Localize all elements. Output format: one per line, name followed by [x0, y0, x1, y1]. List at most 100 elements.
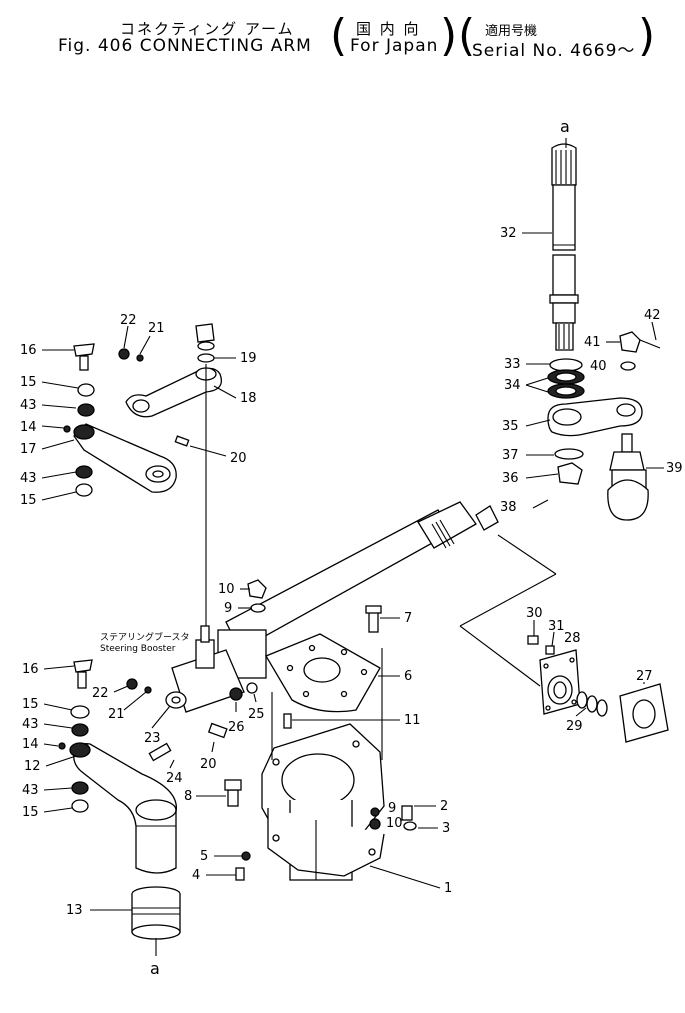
close-paren: ) [440, 10, 458, 61]
svg-text:38: 38 [500, 500, 517, 515]
bushing [131, 886, 181, 940]
svg-text:6: 6 [404, 669, 412, 684]
callout-5: 5 [200, 849, 242, 864]
callout-22-lower: 22 [92, 685, 129, 701]
callout-21-upper: 21 [139, 321, 165, 355]
open-paren: ( [330, 10, 348, 61]
svg-text:18: 18 [240, 391, 257, 406]
callout-17: 17 [20, 439, 75, 457]
callout-1: 1 [369, 865, 452, 896]
svg-text:42: 42 [644, 308, 661, 323]
callout-20-lower: 20 [200, 741, 217, 772]
svg-text:31: 31 [548, 619, 565, 634]
svg-text:19: 19 [240, 351, 257, 366]
title-japanese: コネクティング アーム [120, 20, 295, 38]
svg-text:9: 9 [224, 601, 232, 616]
svg-text:35: 35 [502, 419, 519, 434]
svg-text:20: 20 [200, 757, 217, 772]
callout-9-right: 9 [388, 801, 396, 816]
callout-7: 7 [380, 611, 412, 626]
svg-text:3: 3 [442, 821, 450, 836]
svg-text:33: 33 [504, 357, 521, 372]
svg-text:13: 13 [66, 903, 83, 918]
svg-text:24: 24 [166, 771, 183, 786]
svg-text:43: 43 [22, 717, 39, 732]
callout-43-c: 43 [22, 717, 73, 732]
svg-text:34: 34 [504, 378, 521, 393]
callout-16-upper: 16 [20, 343, 74, 358]
callout-40: 40 [590, 359, 607, 374]
steering-booster-label-jp: ステアリングブースタ [100, 631, 190, 643]
callout-23: 23 [144, 705, 171, 746]
svg-text:15: 15 [22, 697, 39, 712]
svg-text:30: 30 [526, 606, 543, 621]
svg-text:22: 22 [120, 313, 137, 328]
svg-text:10: 10 [386, 816, 403, 831]
svg-text:2: 2 [440, 799, 448, 814]
svg-text:5: 5 [200, 849, 208, 864]
svg-text:14: 14 [20, 420, 37, 435]
callout-27: 27 [636, 669, 653, 684]
callout-10-right: 10 [386, 816, 403, 831]
svg-text:40: 40 [590, 359, 607, 374]
callout-15-d: 15 [22, 805, 73, 820]
svg-text:4: 4 [192, 868, 200, 883]
svg-text:23: 23 [144, 731, 161, 746]
callout-6: 6 [378, 669, 412, 684]
svg-text:12: 12 [24, 759, 41, 774]
svg-text:21: 21 [108, 707, 125, 722]
callout-43-d: 43 [22, 783, 73, 798]
callout-42: 42 [644, 308, 661, 341]
svg-text:39: 39 [666, 461, 683, 476]
callout-2: 2 [414, 799, 448, 814]
callout-30: 30 [526, 606, 543, 636]
open-paren-2: ( [458, 10, 476, 61]
booster-body [165, 625, 267, 713]
steering-shaft [549, 143, 579, 351]
connector-a-top: a [560, 117, 570, 136]
lower-pitman-arm [73, 743, 177, 874]
svg-text:26: 26 [228, 720, 245, 735]
svg-text:27: 27 [636, 669, 653, 684]
column-housing [261, 723, 385, 881]
svg-text:20: 20 [230, 451, 247, 466]
connector-a-bottom: a [150, 959, 160, 978]
callout-41: 41 [584, 335, 620, 350]
callout-14-lower: 14 [22, 737, 59, 752]
callout-15-a: 15 [20, 375, 79, 390]
svg-text:9: 9 [388, 801, 396, 816]
callout-8: 8 [184, 789, 226, 804]
steering-booster-cylinder [225, 501, 499, 651]
callout-26: 26 [228, 702, 245, 735]
svg-text:22: 22 [92, 686, 109, 701]
serial-japanese: 適用号機 [485, 24, 538, 39]
svg-text:10: 10 [218, 582, 235, 597]
callout-25: 25 [248, 693, 265, 722]
steering-booster-label: Steering Booster [100, 644, 176, 654]
mounting-plate [265, 633, 381, 713]
callout-43-b: 43 [20, 471, 77, 486]
svg-text:36: 36 [502, 471, 519, 486]
region-japanese: 国 内 向 [356, 20, 421, 38]
callout-15-c: 15 [22, 697, 73, 712]
svg-text:1: 1 [444, 881, 452, 896]
region-label: For Japan [350, 36, 439, 56]
callout-32: 32 [500, 226, 552, 241]
svg-text:16: 16 [22, 662, 39, 677]
svg-text:43: 43 [22, 783, 39, 798]
callout-29: 29 [566, 707, 587, 734]
callout-35: 35 [502, 419, 551, 434]
svg-text:15: 15 [20, 493, 37, 508]
svg-text:15: 15 [20, 375, 37, 390]
callout-38: 38 [500, 500, 517, 515]
callout-19: 19 [214, 351, 257, 366]
callout-4: 4 [192, 868, 236, 883]
svg-text:8: 8 [184, 789, 192, 804]
mount-bracket [539, 649, 581, 715]
pitman-arm-upper [547, 397, 643, 437]
svg-text:14: 14 [22, 737, 39, 752]
close-paren-2: ) [638, 10, 656, 61]
callout-31: 31 [548, 619, 565, 647]
callout-37: 37 [502, 448, 554, 463]
